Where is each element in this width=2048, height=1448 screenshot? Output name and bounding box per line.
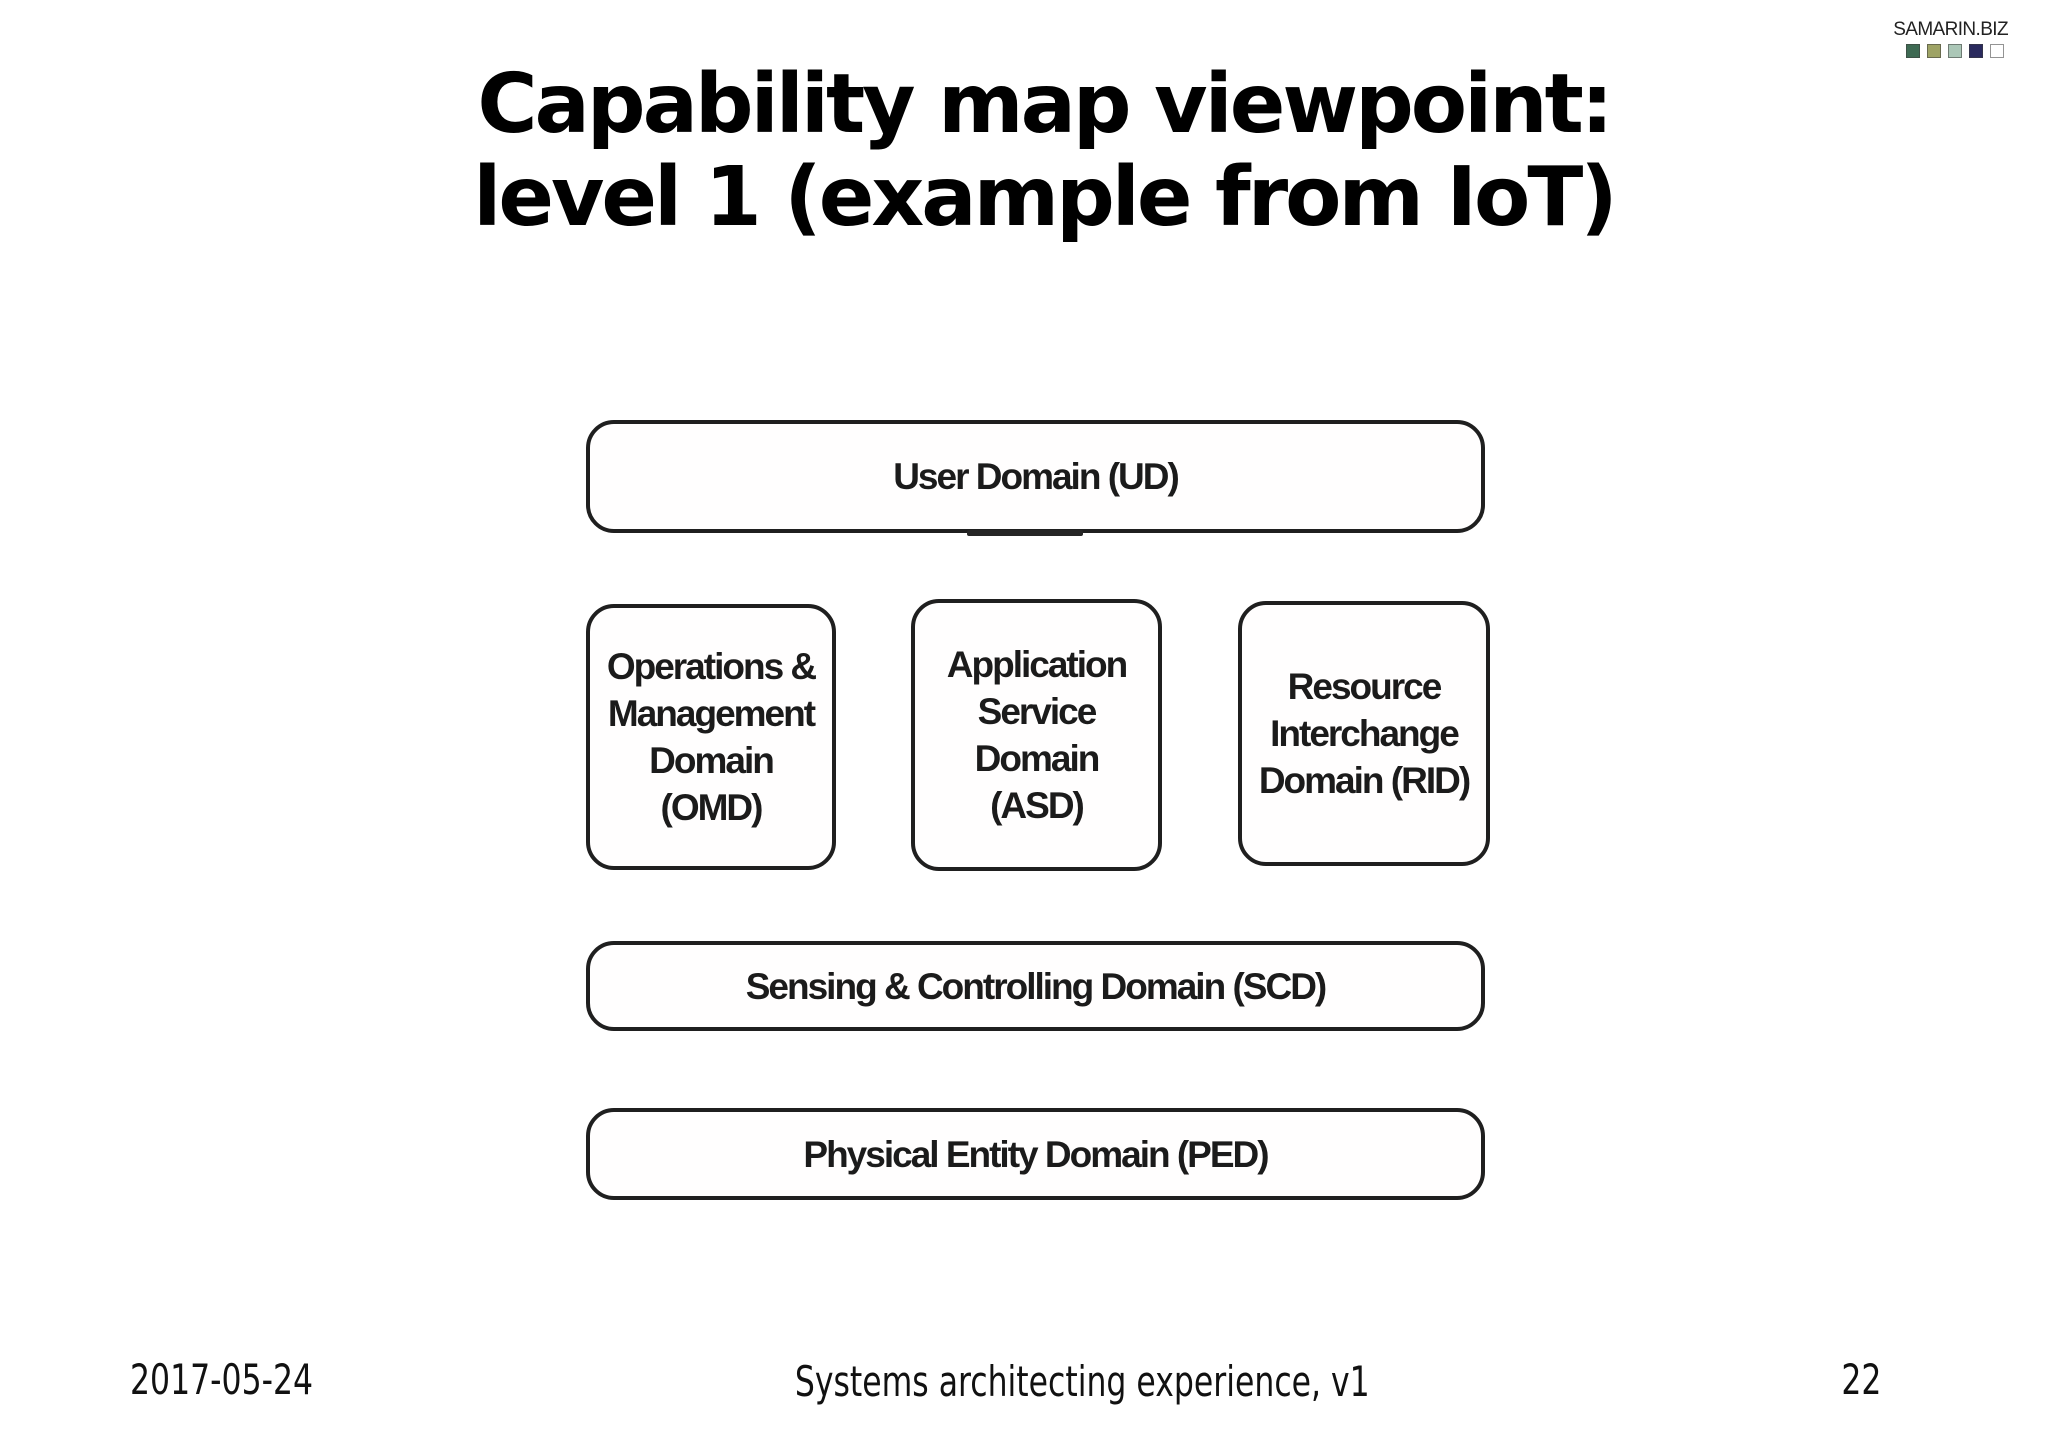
title-line-2: level 1 (example from IoT) [473, 150, 1617, 245]
domain-box-application-service: Application Service Domain (ASD) [911, 599, 1162, 871]
domain-box-label: Application Service Domain (ASD) [946, 644, 1128, 826]
palette-swatch-2 [1927, 44, 1941, 58]
palette-swatch-5 [1990, 44, 2004, 58]
domain-box-label: Resource Interchange Domain (RID) [1258, 666, 1471, 801]
palette-swatch-1 [1906, 44, 1920, 58]
slide-title: Capability map viewpoint:level 1 (exampl… [473, 57, 1617, 245]
domain-box-physical-entity: Physical Entity Domain (PED) [586, 1108, 1485, 1200]
palette-swatch-4 [1969, 44, 1983, 58]
footer-page-number: 22 [1840, 1355, 1881, 1404]
domain-box-sensing-controlling: Sensing & Controlling Domain (SCD) [586, 941, 1485, 1031]
domain-box-operations-management: Operations & Management Domain (OMD) [586, 604, 836, 870]
title-line-1: Capability map viewpoint: [477, 57, 1613, 152]
domain-box-label: User Domain (UD) [893, 456, 1180, 497]
domain-box-label: Physical Entity Domain (PED) [803, 1133, 1269, 1175]
palette-swatch-3 [1948, 44, 1962, 58]
scan-artifact-line [967, 530, 1083, 536]
logo: SAMARIN.BIZ [1893, 19, 2009, 58]
domain-box-resource-interchange: Resource Interchange Domain (RID) [1238, 601, 1490, 866]
logo-palette [1893, 44, 2008, 58]
footer-date: 2017-05-24 [130, 1355, 314, 1404]
domain-box-user: User Domain (UD) [586, 420, 1485, 533]
domain-box-label: Sensing & Controlling Domain (SCD) [745, 965, 1327, 1007]
footer-subtitle: Systems architecting experience, v1 [794, 1357, 1370, 1406]
logo-text: SAMARIN.BIZ [1893, 19, 2008, 40]
domain-box-label: Operations & Management Domain (OMD) [606, 646, 817, 828]
